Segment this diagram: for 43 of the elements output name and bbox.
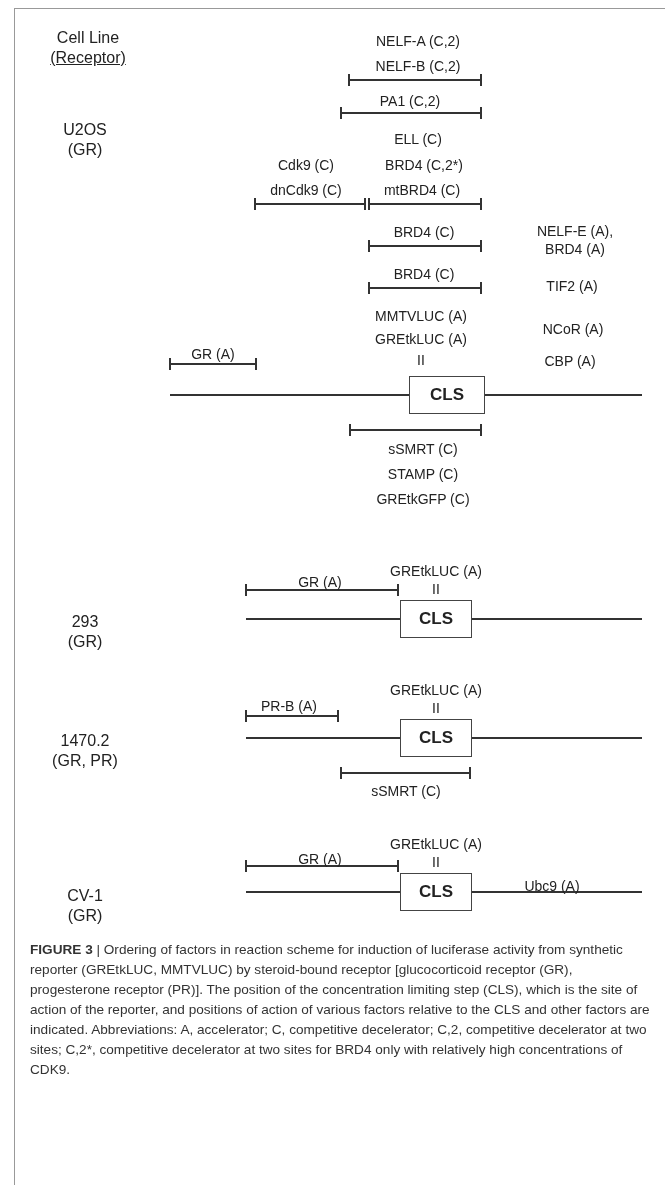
factor-label: NELF-A (C,2) <box>376 32 460 50</box>
parallel-mark: II <box>432 580 440 598</box>
factor-label: GREtkLUC (A) <box>390 835 482 853</box>
factor-label: PR-B (A) <box>261 697 317 715</box>
step-box: CLS <box>400 873 472 911</box>
factor-label: sSMRT (C) <box>388 440 458 458</box>
parallel-mark: II <box>432 699 440 717</box>
factor-label: GREtkLUC (A) <box>390 562 482 580</box>
factor-label: mtBRD4 (C) <box>383 181 461 199</box>
factor-label: GR (A) <box>191 345 235 363</box>
cell-line-label: 293 (GR) <box>66 612 104 652</box>
cell-line-label: CV-1 (GR) <box>66 886 104 926</box>
factor-label: PA1 (C,2) <box>379 92 441 110</box>
cell-line-label: 1470.2 (GR, PR) <box>51 731 119 771</box>
factor-label: BRD4 (C) <box>393 223 455 241</box>
factor-label: STAMP (C) <box>387 465 459 483</box>
figure-caption: FIGURE 3 | Ordering of factors in reaction scheme for induction of luciferase activity from synthetic reporter (GREtkLUC, MMTVLUC) by steroid-bound receptor [glucocorticoid receptor (GR), progesterone receptor (PR)]. The position of the concentration limiting step (CLS), which is the site of action of the reporter, and positions of action of various factors relative to the CLS and other factors are indicated. Abbreviations: A, accelerator; C, competitive decelerator; C,2, competitive decelerator at two sites; C,2*, competitive decelerator at two sites for BRD4 only with relatively high concentrations of CDK9. <box>30 941 650 1079</box>
factor-label: CBP (A) <box>544 352 596 370</box>
factor-label: MMTVLUC (A) <box>375 307 467 325</box>
factor-label: dnCdk9 (C) <box>270 181 342 199</box>
column-heading: (Receptor) <box>50 48 126 68</box>
factor-label: GR (A) <box>298 573 342 591</box>
step-box: CLS <box>400 719 472 757</box>
factor-label: Cdk9 (C) <box>278 156 334 174</box>
factor-label: ELL (C) <box>394 130 442 148</box>
factor-label: GREtkLUC (A) <box>390 681 482 699</box>
factor-label: GREtkLUC (A) <box>375 330 467 348</box>
step-box: CLS <box>400 600 472 638</box>
factor-label: BRD4 (C,2*) <box>385 156 463 174</box>
step-box: CLS <box>409 376 485 414</box>
factor-label: Ubc9 (A) <box>524 877 580 895</box>
factor-label: GR (A) <box>298 850 342 868</box>
cell-line-label: U2OS (GR) <box>62 120 108 160</box>
factor-label: sSMRT (C) <box>371 782 441 800</box>
factor-label: NELF-E (A), BRD4 (A) <box>535 222 615 258</box>
factor-label: GREtkGFP (C) <box>376 490 470 508</box>
parallel-mark: II <box>417 351 425 369</box>
factor-label: NELF-B (C,2) <box>375 57 461 75</box>
factor-label: NCoR (A) <box>542 320 604 338</box>
factor-label: TIF2 (A) <box>546 277 598 295</box>
column-heading: Cell Line <box>56 28 120 48</box>
parallel-mark: II <box>432 853 440 871</box>
factor-label: BRD4 (C) <box>393 265 455 283</box>
